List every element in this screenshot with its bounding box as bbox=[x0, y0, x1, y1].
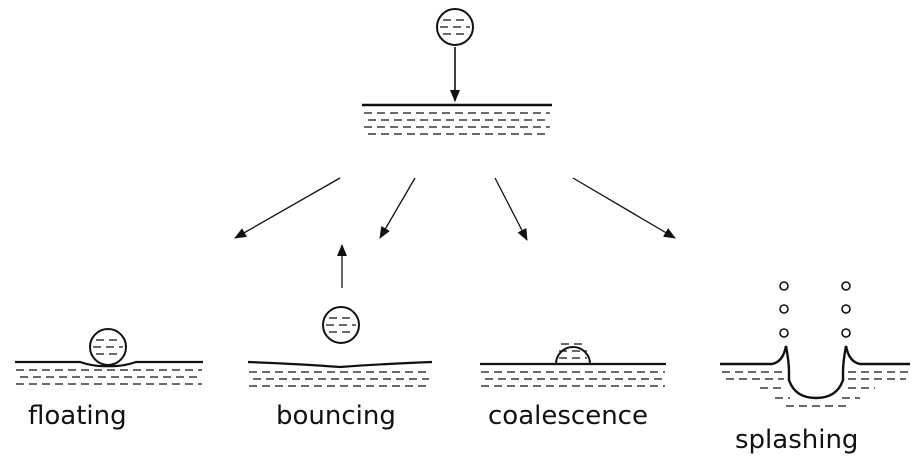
label-coalescence: coalescence bbox=[488, 401, 648, 431]
branch-arrow-bouncing bbox=[379, 177, 416, 239]
bouncing-panel: bouncing bbox=[247, 244, 433, 431]
coalescing-droplet bbox=[555, 343, 591, 365]
branch-arrow-floating bbox=[234, 177, 341, 239]
label-floating: floating bbox=[28, 401, 127, 431]
floating-droplet bbox=[89, 328, 127, 366]
splashing-panel: splashing bbox=[720, 281, 910, 455]
top-liquid-pool bbox=[362, 103, 552, 135]
branch-arrow-splashing bbox=[572, 177, 676, 239]
secondary-droplets bbox=[779, 281, 851, 338]
label-bouncing: bouncing bbox=[276, 401, 396, 431]
label-splashing: splashing bbox=[735, 425, 858, 455]
floating-panel: floating bbox=[15, 328, 203, 431]
splash-crater bbox=[720, 345, 910, 400]
bouncing-droplet bbox=[322, 306, 360, 344]
incoming-droplet bbox=[436, 8, 474, 46]
coalescence-panel: coalescence bbox=[480, 343, 666, 431]
branch-arrow-coalescence bbox=[494, 177, 528, 241]
